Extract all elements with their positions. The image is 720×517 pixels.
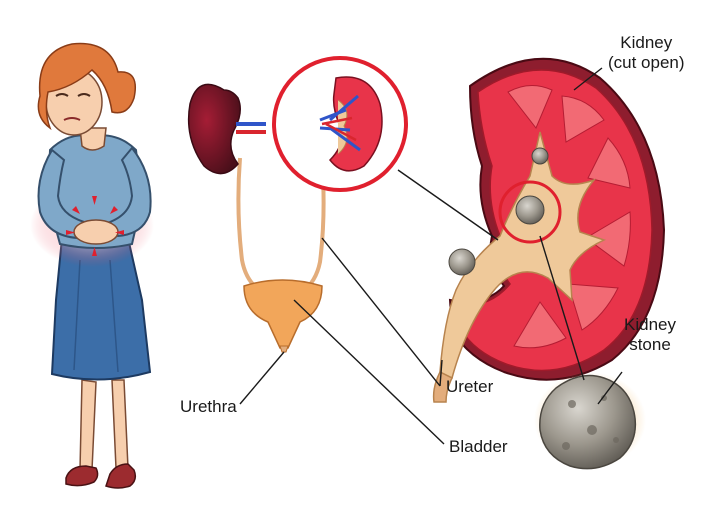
leader-kidney bbox=[573, 67, 603, 91]
small-stones bbox=[448, 147, 549, 276]
leader-urethra bbox=[239, 351, 285, 405]
urethra-tube bbox=[279, 345, 289, 353]
pain-arrows bbox=[66, 196, 124, 256]
woman-legs bbox=[79, 379, 129, 471]
woman-hands bbox=[73, 219, 119, 245]
leader-stone bbox=[597, 371, 623, 405]
kidney-pyramids bbox=[507, 85, 631, 349]
leader-ureter-2 bbox=[439, 359, 443, 387]
label-stone-line2: stone bbox=[629, 335, 671, 354]
label-kidney-stone: Kidney stone bbox=[624, 315, 676, 355]
woman-hair bbox=[37, 42, 136, 131]
leader-lines bbox=[239, 67, 623, 445]
woman-shoe-left bbox=[65, 465, 99, 487]
stone-in-kidney bbox=[515, 195, 545, 225]
kidney-small-left bbox=[187, 83, 241, 175]
label-kidney-cut-open: Kidney (cut open) bbox=[608, 33, 685, 73]
label-kidney-line1: Kidney bbox=[620, 33, 673, 52]
kidney-cut-open bbox=[432, 57, 666, 403]
bladder-shape bbox=[243, 279, 323, 349]
label-urethra: Urethra bbox=[180, 397, 237, 416]
leader-ring-to-stone bbox=[539, 235, 585, 381]
woman-shoe-right bbox=[105, 463, 137, 489]
leader-ureter-1 bbox=[321, 237, 441, 387]
label-ureter: Ureter bbox=[446, 377, 494, 396]
label-bladder: Bladder bbox=[449, 437, 508, 456]
ureter-left-tube bbox=[236, 157, 264, 294]
label-kidney-line2: (cut open) bbox=[608, 53, 685, 72]
ureter-big bbox=[432, 370, 454, 403]
leader-highlight bbox=[397, 169, 499, 241]
kidney-highlight bbox=[272, 56, 408, 192]
urinary-tract bbox=[187, 83, 326, 353]
leader-bladder bbox=[293, 299, 445, 445]
kidney-stone-shape bbox=[539, 374, 637, 470]
stone-highlight-ring bbox=[498, 180, 562, 244]
kidney-stone-large bbox=[534, 372, 646, 470]
label-stone-line1: Kidney bbox=[624, 315, 676, 334]
woman-figure bbox=[30, 42, 154, 489]
